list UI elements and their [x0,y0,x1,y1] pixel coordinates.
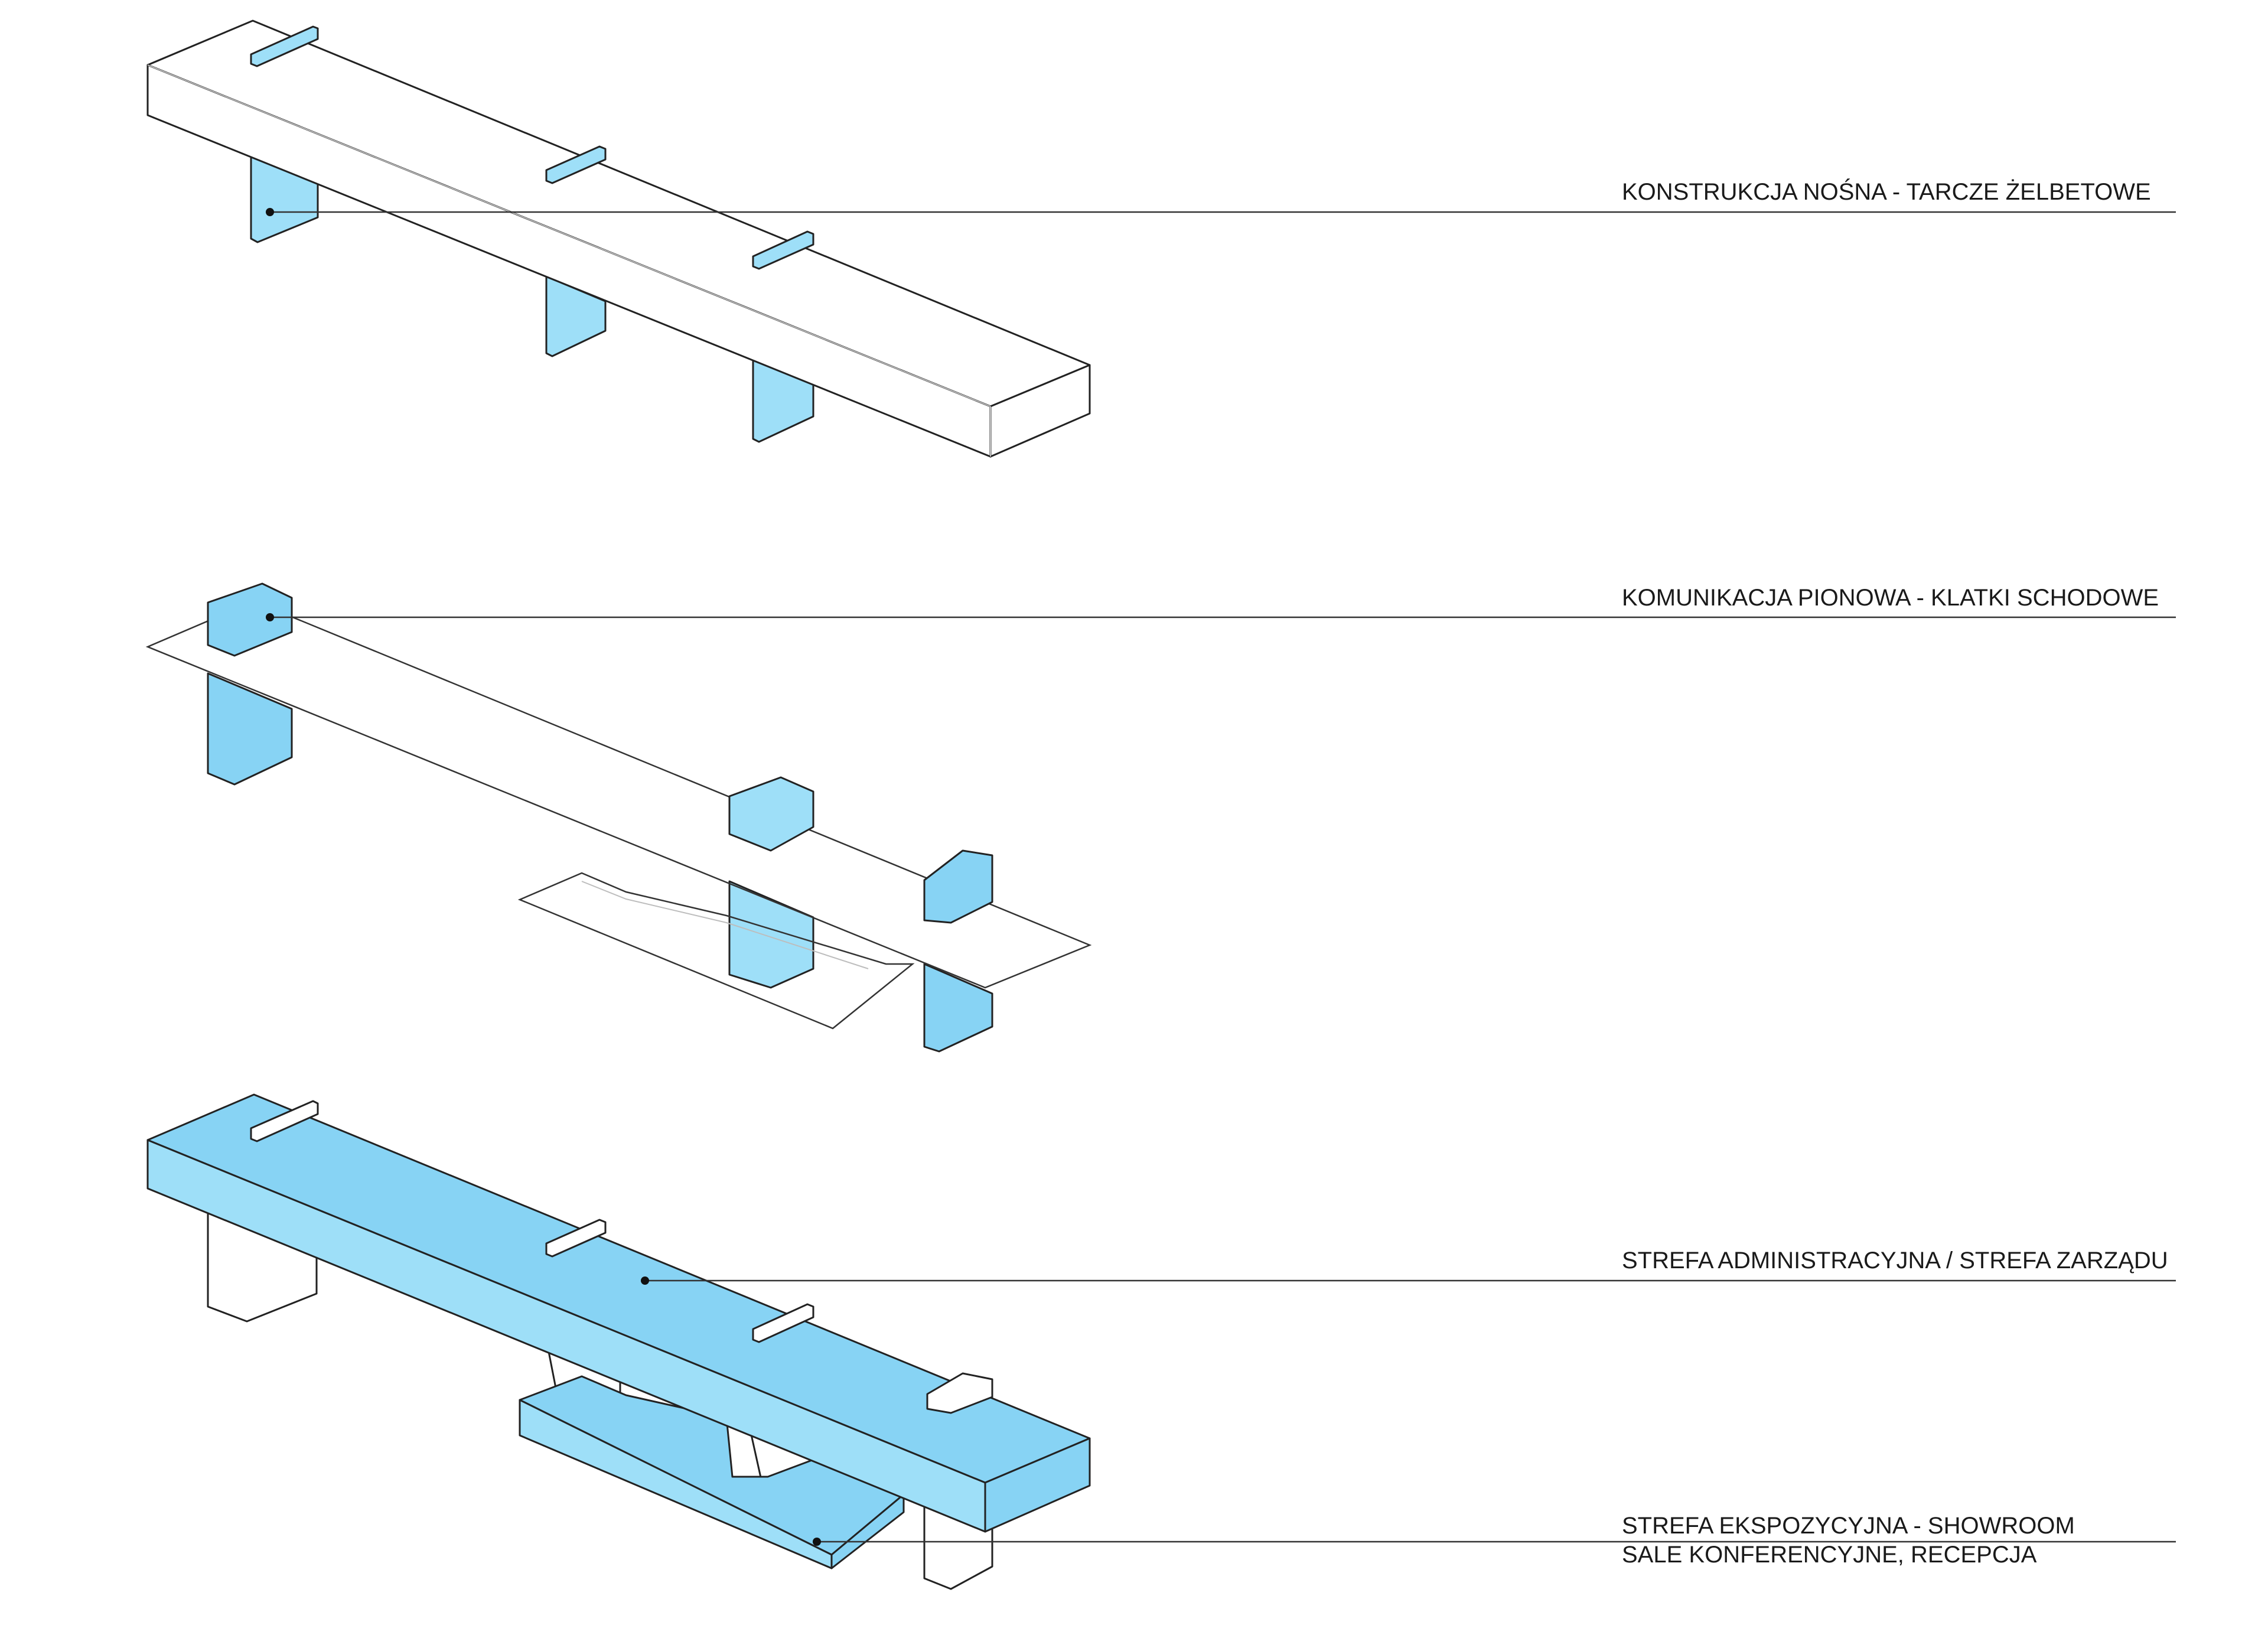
floor-slab [145,600,1092,989]
leader-dot [266,208,274,216]
stair-core-1-upper [207,582,293,657]
structure-diagram [146,19,1091,458]
leader-dot [813,1538,821,1546]
annotation-label-line-2: SALE KONFERENCYJNE, RECEPCJA [1622,1542,2037,1568]
annotation-label: KOMUNIKACJA PIONOWA - KLATKI SCHODOWE [1622,585,2159,611]
circulation-diagram [145,582,1092,1053]
annotation-showroom: STREFA EKSPOZYCYJNA - SHOWROOM SALE KONF… [813,1513,2176,1568]
roof-core [926,1372,993,1414]
wall-fin-1 [250,25,319,67]
annotation-circulation: KOMUNIKACJA PIONOWA - KLATKI SCHODOWE [266,585,2176,621]
wall-fin-3 [752,230,814,270]
stair-core-2-upper [728,776,814,852]
zones-diagram [146,1093,1091,1590]
showroom-block-end [830,1493,905,1569]
leader-dot [266,613,274,621]
leader-dot [641,1276,649,1285]
stair-core-1-lower [207,672,293,786]
beam-front-face [146,64,992,458]
wall-fin-2 [545,145,607,184]
roof-fin-3 [752,1303,814,1343]
roof-fin-2 [545,1219,607,1258]
stair-core-3-upper [923,849,993,924]
annotation-label: STREFA EKSPOZYCYJNA - SHOWROOM [1622,1513,2075,1539]
annotation-label: KONSTRUKCJA NOŚNA - TARCZE ŻELBETOWE [1622,178,2151,205]
annotation-admin: STREFA ADMINISTRACYJNA / STREFA ZARZĄDU [641,1248,2176,1285]
annotation-label: STREFA ADMINISTRACYJNA / STREFA ZARZĄDU [1622,1248,2168,1274]
stair-core-3-lower [923,963,993,1053]
admin-beam-front [146,1139,986,1533]
admin-beam-end [984,1437,1091,1533]
stair-core-2-lower [728,880,814,989]
roof-fin-1 [250,1100,319,1142]
lower-floor-plate [517,872,915,1030]
annotation-structure: KONSTRUKCJA NOŚNA - TARCZE ŻELBETOWE [266,178,2176,216]
